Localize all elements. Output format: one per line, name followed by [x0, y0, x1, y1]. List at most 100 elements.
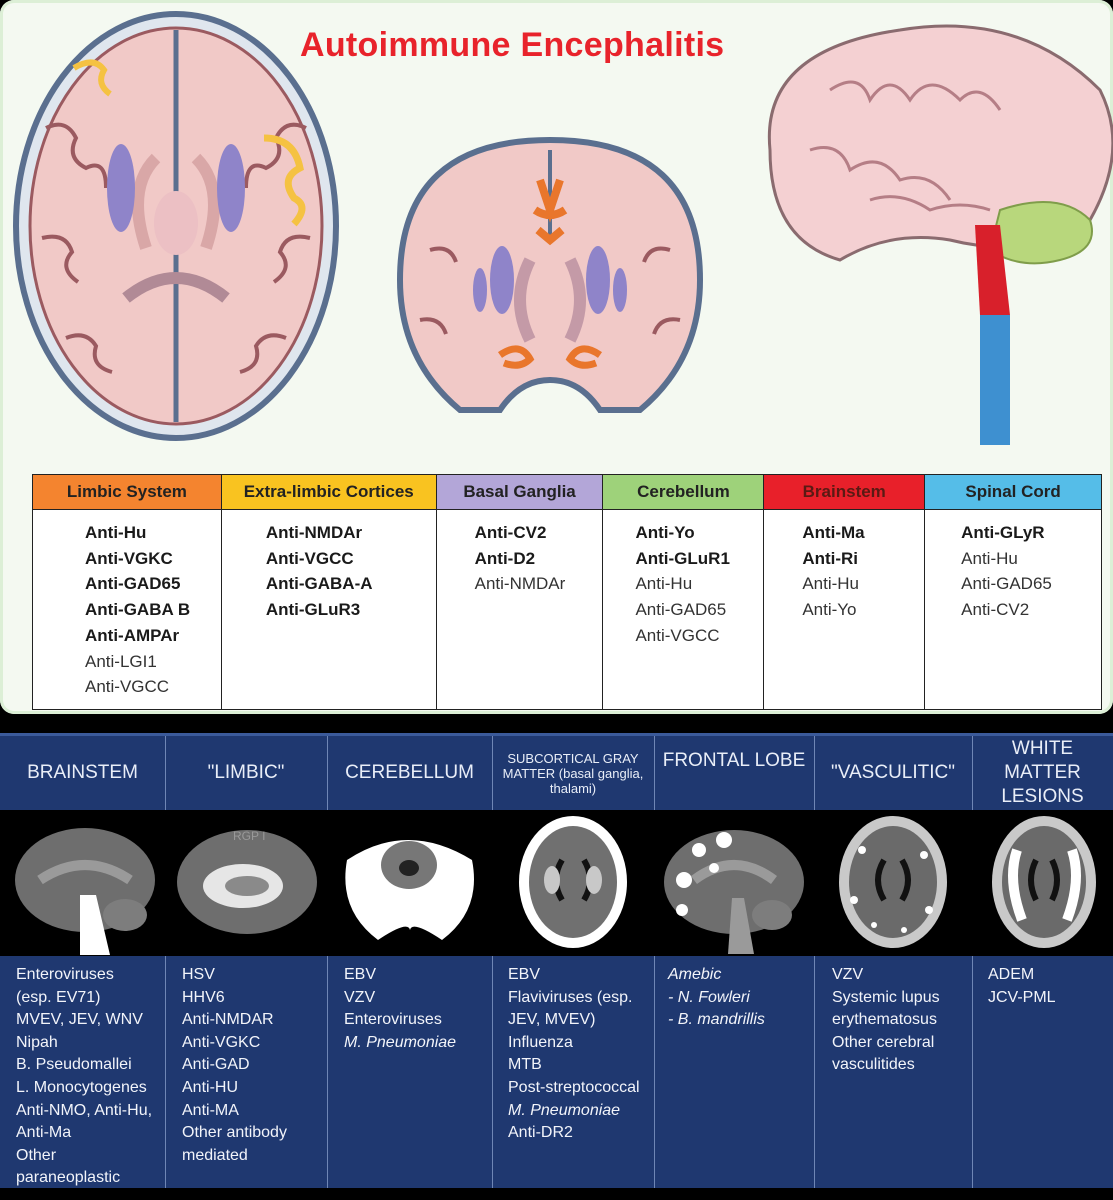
etiology-item: Enteroviruses	[344, 1011, 442, 1029]
column-header: CEREBELLUM	[345, 762, 474, 783]
etiology-table: BRAINSTEM Enteroviruses (esp. EV71) MVEV…	[0, 733, 1113, 1188]
coronal-brain-illustration	[396, 136, 704, 413]
column-brainstem: BRAINSTEM Enteroviruses (esp. EV71) MVEV…	[0, 736, 166, 1188]
antibody-region-table: Limbic System Anti-Hu Anti-VGKC Anti-GAD…	[32, 474, 1102, 710]
etiology-item: M. Pneumoniae	[344, 1033, 457, 1051]
antibody-item: Anti-GABA-A	[265, 574, 373, 594]
page-title: Autoimmune Encephalitis	[300, 26, 725, 64]
column-frontal-lobe: FRONTAL LOBE Amebic - N. Fowleri - B. ma…	[654, 736, 815, 1188]
column-header: "LIMBIC"	[207, 762, 285, 783]
etiology-item: JCV-PML	[988, 988, 1056, 1006]
antibody-item: Anti-NMDAr	[474, 574, 566, 594]
etiology-item: Nipah	[16, 1033, 58, 1051]
etiology-item: VZV	[344, 988, 376, 1006]
antibody-item: Anti-Hu	[802, 574, 859, 594]
etiology-item: - B. mandrillis	[668, 1011, 765, 1029]
etiology-item: VZV	[832, 966, 864, 983]
etiology-item: Enteroviruses	[16, 966, 114, 983]
antibody-item: Anti-GAD65	[961, 574, 1052, 594]
etiology-item: Anti-VGKC	[182, 1033, 261, 1051]
etiology-item: vasculitides	[832, 1056, 915, 1074]
etiology-item: Amebic	[668, 966, 722, 983]
etiology-item: Post-streptococcal	[508, 1078, 640, 1096]
etiology-item: Anti-NMO, Anti-Hu,	[16, 1101, 153, 1119]
column-header: Spinal Cord	[925, 475, 1101, 510]
column-basal-ganglia: Basal Ganglia Anti-CV2 Anti-D2 Anti-NMDA…	[436, 475, 604, 709]
antibody-item: Anti-D2	[474, 548, 536, 568]
antibody-item: Anti-Yo	[635, 523, 695, 542]
etiology-item: Other cerebral	[832, 1033, 935, 1051]
antibody-item: Anti-Hu	[961, 548, 1018, 568]
column-header: SUBCORTICAL GRAY MATTER (basal ganglia, …	[502, 750, 644, 796]
etiology-item: Systemic lupus	[832, 988, 940, 1006]
etiology-item: HHV6	[182, 988, 225, 1006]
column-limbic: "LIMBIC" RGP I HSV HHV6 Anti-NMDAR Anti-…	[165, 736, 328, 1188]
column-white-matter-lesions: WHITE MATTER LESIONS ADEM JCV-PML	[972, 736, 1113, 1188]
antibody-item: Anti-VGCC	[85, 677, 170, 697]
mri-image	[654, 810, 814, 956]
etiology-item: - N. Fowleri	[668, 988, 750, 1006]
column-cerebellum: CEREBELLUM EBV VZV Enteroviruses M. Pneu…	[327, 736, 493, 1188]
antibody-item: Anti-CV2	[474, 523, 547, 542]
axial-brain-illustration	[13, 11, 339, 441]
etiology-item: MVEV, JEV, WNV	[16, 1011, 143, 1029]
column-subcortical-gray-matter: SUBCORTICAL GRAY MATTER (basal ganglia, …	[492, 736, 655, 1188]
antibody-item: Anti-Ma	[802, 523, 865, 542]
lateral-brain-illustration	[767, 24, 1113, 445]
antibody-item: Anti-VGCC	[635, 625, 720, 645]
antibody-item: Anti-GABA B	[85, 600, 191, 620]
antibody-item: Anti-GLuR1	[635, 548, 730, 568]
antibody-item: Anti-NMDAr	[265, 523, 363, 542]
mri-image	[814, 810, 972, 956]
etiology-item: EBV	[508, 966, 541, 983]
mri-image	[0, 810, 165, 956]
etiology-item: Anti-Ma	[16, 1124, 72, 1142]
antibody-item: Anti-Ri	[802, 548, 859, 568]
column-header: Cerebellum	[603, 475, 764, 510]
column-header: Brainstem	[764, 475, 925, 510]
column-vasculitic: "VASCULITIC" VZV Systemic lupus erythema…	[814, 736, 973, 1188]
antibody-item: Anti-Hu	[85, 523, 147, 542]
column-brainstem: Brainstem Anti-Ma Anti-Ri Anti-Hu Anti-Y…	[764, 475, 926, 709]
mri-image: RGP I	[165, 810, 327, 956]
column-extra-limbic-cortices: Extra-limbic Cortices Anti-NMDAr Anti-VG…	[221, 475, 437, 709]
column-header: FRONTAL LOBE	[662, 750, 806, 771]
etiology-item: (esp. EV71)	[16, 988, 101, 1006]
etiology-item: Anti-DR2	[508, 1124, 573, 1142]
etiology-item: Anti-MA	[182, 1101, 239, 1119]
antibody-item: Anti-GLyR	[961, 523, 1045, 542]
mri-image	[972, 810, 1113, 956]
antibody-item: Anti-LGI1	[85, 651, 157, 671]
column-spinal-cord: Spinal Cord Anti-GLyR Anti-Hu Anti-GAD65…	[925, 475, 1101, 709]
antibody-item: Anti-Yo	[802, 600, 857, 620]
column-cerebellum: Cerebellum Anti-Yo Anti-GLuR1 Anti-Hu An…	[603, 475, 765, 709]
etiology-item: MTB	[508, 1056, 542, 1074]
etiology-item: Influenza	[508, 1033, 573, 1051]
antibody-item: Anti-AMPAr	[85, 625, 180, 645]
etiology-item: EBV	[344, 966, 377, 983]
etiology-item: Other antibody	[182, 1124, 287, 1142]
etiology-item: L. Monocytogenes	[16, 1078, 147, 1096]
column-header: Extra-limbic Cortices	[221, 475, 436, 510]
column-header: Limbic System	[33, 475, 221, 510]
etiology-item: Other	[16, 1146, 57, 1164]
etiology-item: ADEM	[988, 966, 1035, 983]
column-header: Basal Ganglia	[436, 475, 603, 510]
etiology-item: Anti-GAD	[182, 1056, 250, 1074]
antibody-item: Anti-Hu	[635, 574, 693, 594]
etiology-item: M. Pneumoniae	[508, 1101, 621, 1119]
antibody-item: Anti-GAD65	[85, 574, 181, 594]
etiology-item: mediated	[182, 1146, 248, 1164]
etiology-item: Anti-HU	[182, 1078, 239, 1096]
column-header: WHITE MATTER LESIONS	[1001, 738, 1084, 807]
antibody-item: Anti-GAD65	[635, 600, 727, 620]
etiology-item: B. Pseudomallei	[16, 1056, 132, 1074]
antibody-item: Anti-VGKC	[85, 548, 173, 568]
column-header: BRAINSTEM	[27, 762, 138, 783]
column-header: "VASCULITIC"	[831, 762, 955, 783]
etiology-item: JEV, MVEV)	[508, 1011, 596, 1029]
watermark-text: RGP I	[233, 829, 265, 843]
antibody-item: Anti-VGCC	[265, 548, 354, 568]
column-limbic-system: Limbic System Anti-Hu Anti-VGKC Anti-GAD…	[33, 475, 222, 709]
etiology-item: Flaviviruses (esp.	[508, 988, 633, 1006]
